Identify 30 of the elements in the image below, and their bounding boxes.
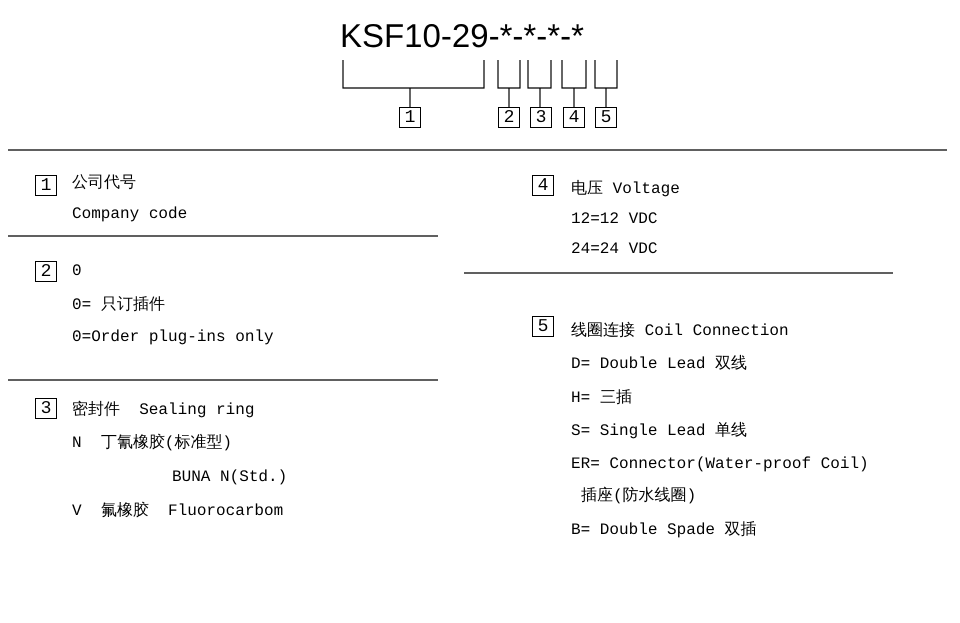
option-text: 12=12 VDC <box>571 209 658 230</box>
option-text: 0 <box>72 261 82 282</box>
number-box: 5 <box>595 107 617 128</box>
option-text: S= Single Lead 单线 <box>571 420 748 442</box>
option-text: Company code <box>72 204 188 225</box>
number-box: 1 <box>399 107 421 128</box>
option-text: 公司代号 <box>72 173 136 194</box>
option-text: H= 三插 <box>571 388 632 409</box>
option-text: 24=24 VDC <box>571 239 658 260</box>
option-text: 线圈连接 Coil Connection <box>571 320 789 342</box>
option-text: BUNA N(Std.) <box>172 467 288 488</box>
option-text: 0=Order plug-ins only <box>72 327 274 348</box>
number-box: 2 <box>498 107 520 128</box>
number-box: 5 <box>532 316 554 337</box>
option-text: 插座(防水线圈) <box>581 486 696 507</box>
number-box: 4 <box>563 107 585 128</box>
option-text: N 丁氰橡胶(标准型) <box>72 432 232 454</box>
number-box: 4 <box>532 175 554 196</box>
option-text: 电压 Voltage <box>571 178 680 200</box>
option-text: D= Double Lead 双线 <box>571 354 748 375</box>
number-box: 2 <box>35 261 57 282</box>
number-box: 3 <box>35 398 57 419</box>
option-text: ER= Connector(Water-proof Coil) <box>571 454 869 475</box>
option-text: 0= 只订插件 <box>72 295 165 316</box>
number-box: 3 <box>530 107 552 128</box>
number-box: 1 <box>35 175 57 196</box>
option-text: V 氟橡胶 Fluorocarbom <box>72 500 284 522</box>
option-text: B= Double Spade 双插 <box>571 520 757 541</box>
option-text: 密封件 Sealing ring <box>72 400 254 421</box>
model-code-title: KSF10-29-*-*-*-* <box>340 16 584 56</box>
